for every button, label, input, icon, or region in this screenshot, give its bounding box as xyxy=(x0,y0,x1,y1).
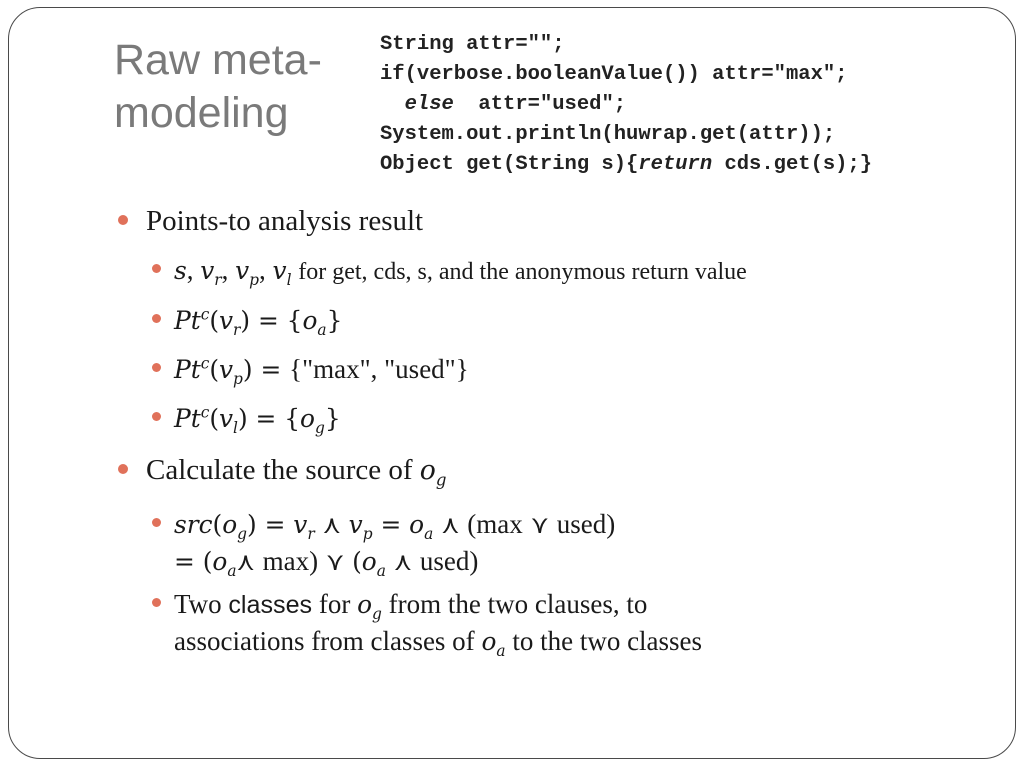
bullet-icon xyxy=(118,215,128,225)
sub-bullet-variables: s, vr, vp, vl for get, cds, s, and the a… xyxy=(116,252,996,290)
bullet-calculate-source: Calculate the source of og xyxy=(116,451,996,490)
sub-bullet-pt-vl: Ptc(vl) = {og} xyxy=(116,400,996,437)
bullet-icon xyxy=(152,598,161,607)
title-line-1: Raw meta- xyxy=(114,36,322,84)
sub-bullet-pt-vp: Ptc(vp) = {"max", "used"} xyxy=(116,351,996,388)
title-line-2: modeling xyxy=(114,89,289,137)
slide-title: Raw meta- modeling xyxy=(114,34,364,140)
bullet-icon xyxy=(152,314,161,323)
bullet-points-to: Points-to analysis result xyxy=(116,202,996,240)
code-keyword-return: return xyxy=(638,153,713,176)
bullet-icon xyxy=(152,264,161,273)
sub-bullet-src-formula: src(og) = vr ⋏ vp = oa ⋏ (max ⋎ used) = … xyxy=(116,506,996,580)
code-line-3: else attr="used"; xyxy=(404,93,627,116)
sub-bullet-two-classes: Two classes for og from the two clauses,… xyxy=(116,586,996,660)
code-line-5: Object get(String s){return cds.get(s);} xyxy=(380,153,873,176)
bullet-icon xyxy=(152,518,161,527)
code-line-4: System.out.println(huwrap.get(attr)); xyxy=(380,123,836,146)
code-keyword-else: else xyxy=(404,93,454,116)
sub-bullet-pt-vr: Ptc(vr) = {oa} xyxy=(116,302,996,339)
classes-term: classes xyxy=(228,591,313,619)
slide-frame xyxy=(8,7,1016,759)
bullet-icon xyxy=(118,464,128,474)
code-line-1: String attr=""; xyxy=(380,33,565,56)
bullet-icon xyxy=(152,363,161,372)
code-line-2: if(verbose.booleanValue()) attr="max"; xyxy=(380,63,848,86)
code-snippet: String attr=""; if(verbose.booleanValue()… xyxy=(380,30,872,180)
bullet-icon xyxy=(152,412,161,421)
bullet-list: Points-to analysis result s, vr, vp, vl … xyxy=(116,202,996,660)
